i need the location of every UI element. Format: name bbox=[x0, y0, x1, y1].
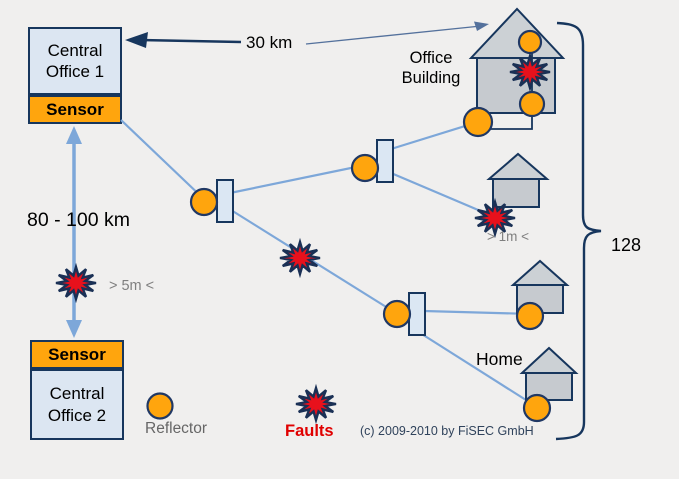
reflector-icon-splitter2 bbox=[350, 153, 380, 183]
distance-arrow-80-100km bbox=[66, 126, 82, 338]
fiber-line-splitter3-home2 bbox=[416, 330, 538, 408]
accuracy-1m-label: > 1m < bbox=[487, 229, 530, 244]
central-office-2-label: Central Office 2 bbox=[47, 384, 107, 425]
arrow-right-icon bbox=[474, 21, 489, 31]
fiber-line-co1-splitter1 bbox=[120, 119, 208, 203]
central-office-1-label: Central Office 1 bbox=[45, 40, 105, 81]
reflector-legend-icon bbox=[146, 392, 174, 420]
small-house-body bbox=[492, 177, 540, 208]
reflector-icon-splitter3 bbox=[382, 299, 412, 329]
home-house-2-icon bbox=[519, 346, 579, 401]
office-building-roof bbox=[468, 7, 566, 59]
fiber-line-splitter1-splitter3 bbox=[230, 209, 400, 316]
branch-count-label: 128 bbox=[611, 235, 642, 255]
central-office-1-box: Central Office 1 bbox=[28, 27, 122, 95]
office-building-label: Office Building bbox=[401, 49, 461, 88]
reflector-icon-home2 bbox=[522, 393, 552, 423]
fiber-line-splitter3-home1 bbox=[423, 309, 533, 316]
optical-splitter-3 bbox=[408, 292, 426, 336]
accuracy-5m-label: > 5m < bbox=[109, 278, 155, 294]
distance-arrow-30km bbox=[125, 21, 489, 48]
optical-splitter-2 bbox=[376, 139, 394, 183]
reflector-icon-building-mid bbox=[518, 90, 546, 118]
sensor-2-label: Sensor bbox=[48, 344, 106, 364]
arrow-left-icon bbox=[125, 32, 148, 48]
reflector-icon-splitter1 bbox=[189, 187, 219, 217]
arrow-right-shaft bbox=[305, 25, 482, 45]
span-30km-label: 30 km bbox=[246, 33, 293, 52]
arrow-left-shaft bbox=[139, 38, 242, 44]
fiber-lines bbox=[120, 119, 538, 408]
faults-legend-label: Faults bbox=[285, 422, 334, 440]
arrow-up-icon bbox=[66, 126, 82, 144]
fault-icon-midspan bbox=[278, 240, 322, 276]
central-office-2-box: Central Office 2 bbox=[30, 369, 124, 440]
reflector-legend-label: Reflector bbox=[145, 420, 208, 437]
span-80-100km-label: 80 - 100 km bbox=[27, 209, 130, 231]
home-house-1-roof bbox=[510, 259, 570, 286]
branch-count-brace bbox=[555, 21, 602, 441]
fiber-line-splitter2-officebuilding bbox=[390, 120, 479, 151]
copyright-label: (c) 2009-2010 by FiSEC GmbH bbox=[360, 424, 534, 438]
reflector-icon-building-entry bbox=[462, 106, 494, 138]
sensor-1-bar: Sensor bbox=[28, 95, 122, 124]
home-label: Home bbox=[476, 349, 523, 369]
fault-legend-icon bbox=[294, 386, 338, 422]
sensor-2-bar: Sensor bbox=[30, 340, 124, 369]
arrow-down-icon bbox=[66, 320, 82, 338]
small-house-roof bbox=[486, 152, 550, 180]
small-house-icon bbox=[486, 152, 550, 208]
reflector-icon-building-top bbox=[517, 29, 543, 55]
optical-splitter-1 bbox=[216, 179, 234, 223]
sensor-1-label: Sensor bbox=[46, 99, 104, 119]
reflectors bbox=[146, 29, 552, 423]
home-house-2-roof bbox=[519, 346, 579, 374]
fault-icon-feeder bbox=[54, 265, 98, 301]
reflector-icon-home1 bbox=[515, 301, 545, 331]
